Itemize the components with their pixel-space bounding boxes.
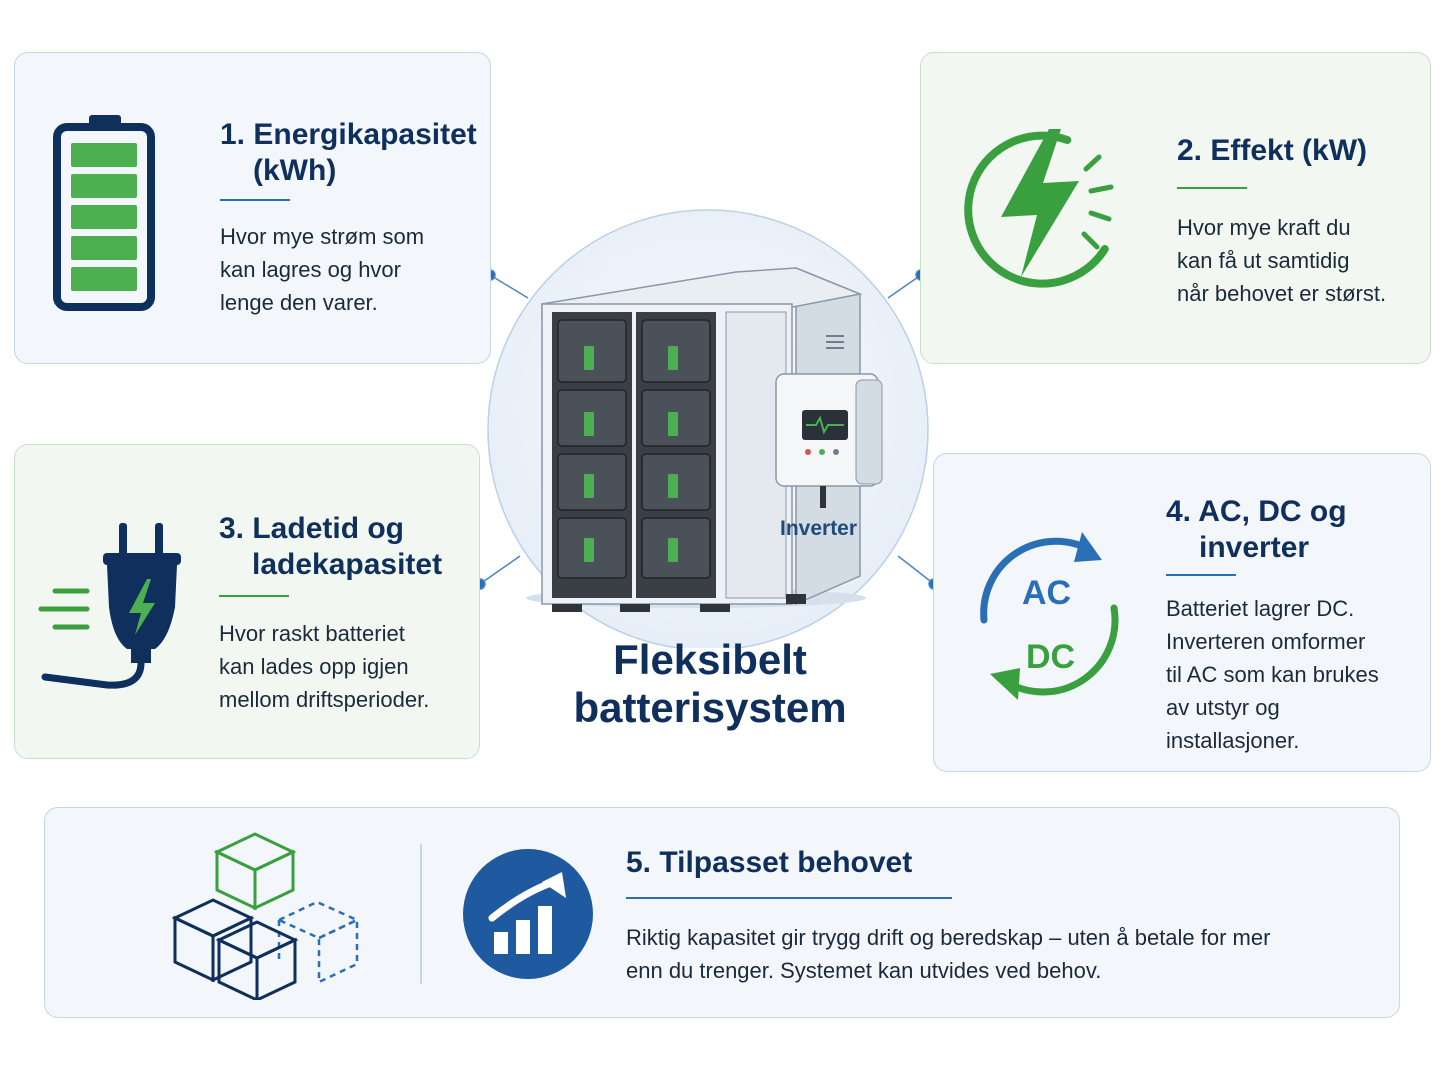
dc-label: DC [1026,638,1075,676]
card-title: 5. Tilpasset behovet [626,846,913,879]
growth-chart-icon [463,849,593,979]
inverter-label: Inverter [780,517,858,540]
card-ac-dc-inverter: AC DC 4. AC, DC og inverter Batteriet la… [933,453,1431,772]
ac-dc-cycle-icon: AC DC [980,532,1119,700]
ac-label: AC [1022,574,1071,612]
title-underline [626,897,952,899]
plug-icon [38,523,181,689]
battery-cabinet-illustration [487,209,929,648]
card-title: 1. Energikapasitet (kWh) [220,118,477,187]
card-description: Batteriet lagrer DC. Inverteren omformer… [1166,596,1379,753]
card-energy-capacity: 1. Energikapasitet (kWh) Hvor mye strøm … [14,52,491,364]
vertical-divider [420,844,422,984]
card-description: Hvor mye strøm som kan lagres og hvor le… [220,224,425,315]
card-description: Hvor mye kraft du kan få ut samtidig når… [1177,215,1387,306]
modular-cubes-icon [171,832,360,1000]
card-description: Hvor raskt batteriet kan lades opp igjen… [219,621,430,712]
battery-icon [53,115,155,311]
title-underline [1166,574,1236,576]
title-underline [219,595,289,597]
lightning-icon [964,129,1114,288]
card-charging: 3. Ladetid og ladekapasitet Hvor raskt b… [14,444,480,759]
card-adapted-to-needs: 5. Tilpasset behovet Riktig kapasitet gi… [44,807,1400,1018]
card-power: 2. Effekt (kW) Hvor mye kraft du kan få … [920,52,1431,364]
title-underline [1177,187,1247,189]
card-title: 4. AC, DC og inverter [1166,495,1347,564]
center-title: Fleksibelt batterisystem [573,636,847,731]
card-title: 3. Ladetid og ladekapasitet [219,512,443,581]
card-title: 2. Effekt (kW) [1177,134,1368,167]
card-description: Riktig kapasitet gir trygg drift og bere… [626,925,1271,983]
title-underline [220,199,290,201]
